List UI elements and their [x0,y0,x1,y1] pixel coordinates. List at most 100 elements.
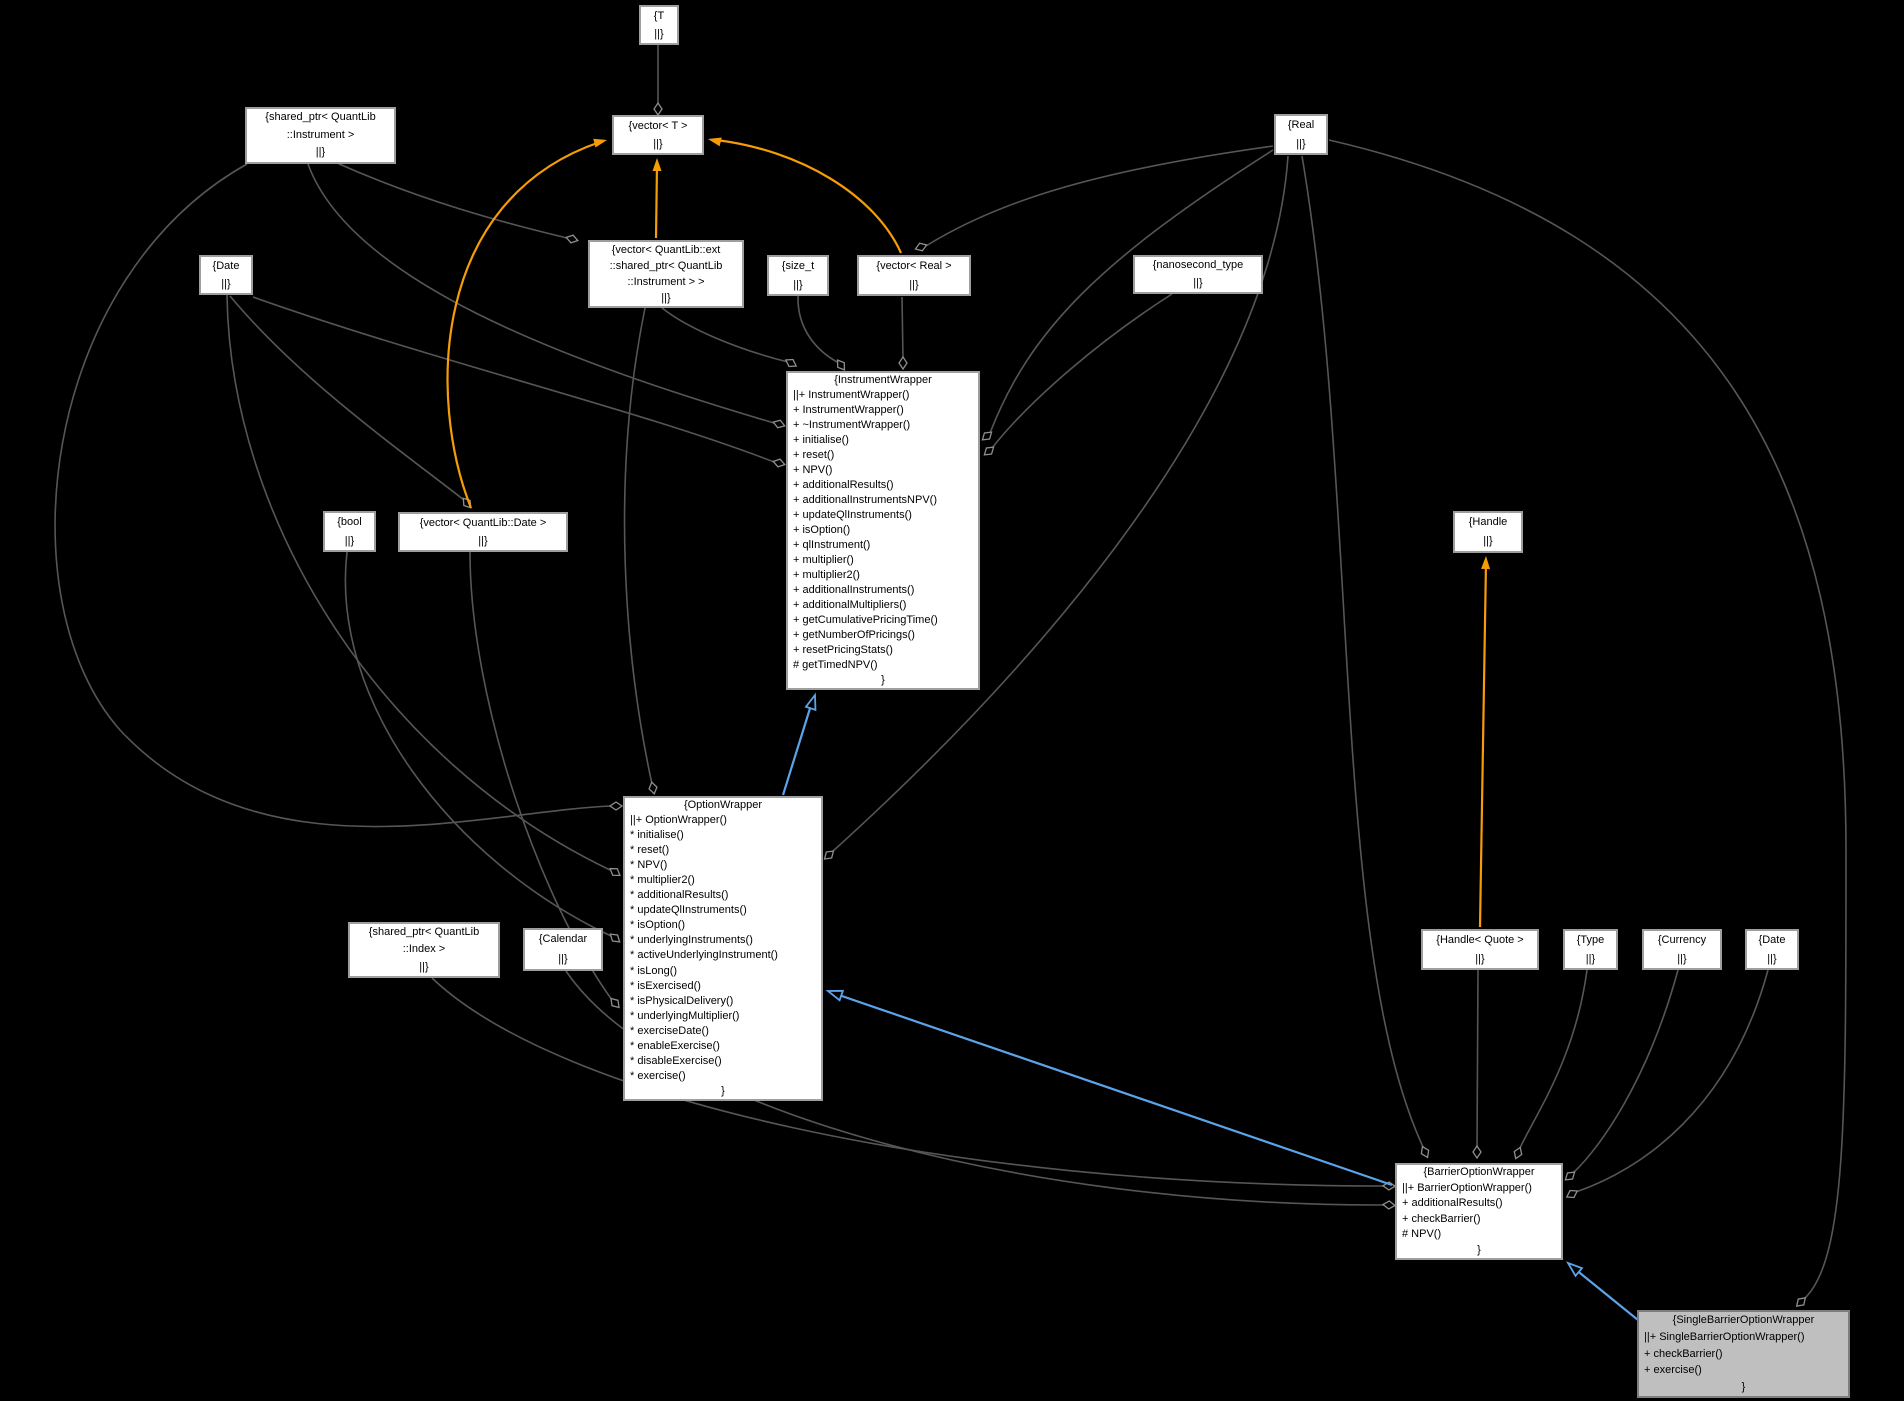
edge-marker-bool-option-wrapper [609,933,621,943]
edge-marker-sptr-instr-vector-ext [565,234,579,244]
class-node-single-barrier-option-wrapper[interactable]: {SingleBarrierOptionWrapper ||+ SingleBar… [1637,1310,1850,1398]
class-member: ||+ BarrierOptionWrapper() [1402,1181,1532,1194]
edge-type-barrier-wrapper [1518,969,1588,1151]
class-node-shared-ptr-index: {shared_ptr< QuantLib::Index >||} [348,922,500,978]
node-label: ||} [1767,952,1777,965]
class-member: ||+ OptionWrapper() [630,814,727,827]
class-node-barrier-option-wrapper[interactable]: {BarrierOptionWrapper||+ BarrierOptionWr… [1395,1163,1563,1260]
class-member: + InstrumentWrapper() [793,404,904,416]
node-label: ||} [558,952,568,965]
node-label: ||} [344,534,355,547]
class-node-date-right: {Date||} [1745,929,1799,970]
class-member: * underlyingInstruments() [630,934,753,947]
edge-handle-quote-barrier-wrapper [1476,969,1479,1150]
node-label: ||} [315,146,326,159]
edge-marker-sptr-instr-option-wrapper [608,801,624,811]
edge-vector-real-instrument-wrapper [901,296,904,361]
edge-sptr-instr-option-wrapper [54,163,611,828]
edge-option-inherits-instrument [781,701,814,796]
edge-marker-vector-ext-option-wrapper [648,780,658,796]
class-title: {SingleBarrierOptionWrapper [1672,1314,1815,1326]
node-label: ::Index > [402,943,446,956]
class-node-option-wrapper[interactable]: {OptionWrapper||+ OptionWrapper()* initi… [623,796,823,1101]
class-node-vector-real: {vector< Real >||} [857,255,971,296]
edge-sptr-instr-instrument-wrapper [307,163,775,424]
edge-marker-size-t-instrument-wrapper [836,359,846,371]
class-member: * updateQlInstruments() [630,904,747,917]
class-member: + checkBarrier() [1402,1212,1481,1225]
node-label: ||} [478,535,488,547]
node-label: {Handle [1468,516,1508,528]
edge-marker-option-inherits-instrument [804,692,817,712]
class-title: {InstrumentWrapper [834,374,932,386]
class-node-instrument-wrapper[interactable]: {InstrumentWrapper||+ InstrumentWrapper(… [786,371,980,690]
node-label: ||} [654,28,664,40]
edge-vector-ext-vector-t [654,163,659,239]
node-label: {Currency [1657,934,1707,946]
edge-handle-quote-handle [1478,561,1488,928]
edge-size-t-instrument-wrapper [797,295,840,364]
class-member: + initialise() [793,434,849,446]
node-label: {shared_ptr< QuantLib [265,111,376,123]
edge-marker-vector-ext-vector-t [652,158,662,171]
edge-marker-handle-quote-barrier-wrapper [1472,1144,1482,1160]
class-node-size-t: {size_t||} [767,255,829,296]
node-label: ||} [793,278,803,291]
class-member: * exerciseDate() [630,1024,709,1037]
node-label: {nanosecond_type [1152,259,1244,271]
edge-marker-currency-barrier-wrapper [1564,1171,1576,1181]
edge-marker-single-inherits-barrier [1565,1261,1584,1278]
class-member: + getNumberOfPricings() [793,629,915,641]
class-closing-brace: } [721,1084,725,1097]
class-member: * multiplier2() [630,874,695,887]
class-member: * exercise() [630,1069,686,1082]
class-closing-brace: } [1741,1381,1746,1394]
class-member: * enableExercise() [630,1039,720,1052]
class-member: + additionalMultipliers() [793,599,907,611]
class-member: # NPV() [1402,1228,1442,1240]
node-label: ||} [419,960,429,973]
edge-barrier-inherits-option [835,992,1393,1187]
node-label: {vector< Real > [876,260,952,272]
edge-marker-real-instrument-wrapper-1 [981,431,993,441]
class-member: + checkBarrier() [1644,1347,1723,1360]
class-member: # getTimedNPV() [793,659,878,671]
edge-marker-real-barrier-wrapper [1420,1145,1430,1159]
edge-real-instrument-wrapper-1 [989,149,1274,434]
class-node-currency: {Currency||} [1642,929,1722,970]
class-node-real: {Real||} [1274,114,1328,155]
node-label: ||} [1193,276,1203,289]
class-node-vector-quantlib-date: {vector< QuantLib::Date >||} [398,512,568,552]
class-member: * isExercised() [630,979,701,992]
class-member: + reset() [793,449,835,461]
edge-real-single-barrier-wrapper [1328,139,1847,1300]
class-member: + additionalResults() [1402,1197,1503,1209]
edge-marker-real-single-barrier-wrapper [1795,1297,1807,1307]
class-member: + getCumulativePricingTime() [793,614,938,626]
edge-sptr-instr-vector-ext [336,162,568,239]
edge-currency-barrier-wrapper [1572,969,1679,1174]
edge-marker-nanosecond-instrument-wrapper [983,446,995,456]
edge-vector-ext-instrument-wrapper [661,307,789,363]
class-member: + multiplier2() [793,569,860,581]
node-label: ||} [653,138,663,150]
class-title: {OptionWrapper [683,799,763,811]
class-member: * activeUnderlyingInstrument() [630,949,778,962]
class-member: + NPV() [793,464,833,476]
class-member: + updateQlInstruments() [793,509,912,521]
class-closing-brace: } [881,674,885,686]
node-label: ||} [1296,137,1306,150]
node-label: {bool [337,516,362,528]
class-member: ||+ SingleBarrierOptionWrapper() [1644,1330,1805,1343]
node-label: ::Instrument > [286,128,355,141]
node-label: {T [653,10,665,22]
class-member: + additionalInstruments() [793,584,915,596]
class-node-bool: {bool ||} [323,511,376,552]
edge-marker-barrier-inherits-option [825,989,845,1002]
class-member: + exercise() [1644,1364,1702,1377]
class-node-handle-quote: {Handle< Quote >||} [1421,929,1539,970]
edge-single-inherits-barrier [1574,1268,1639,1321]
edge-vector-real-vector-t [715,138,903,254]
